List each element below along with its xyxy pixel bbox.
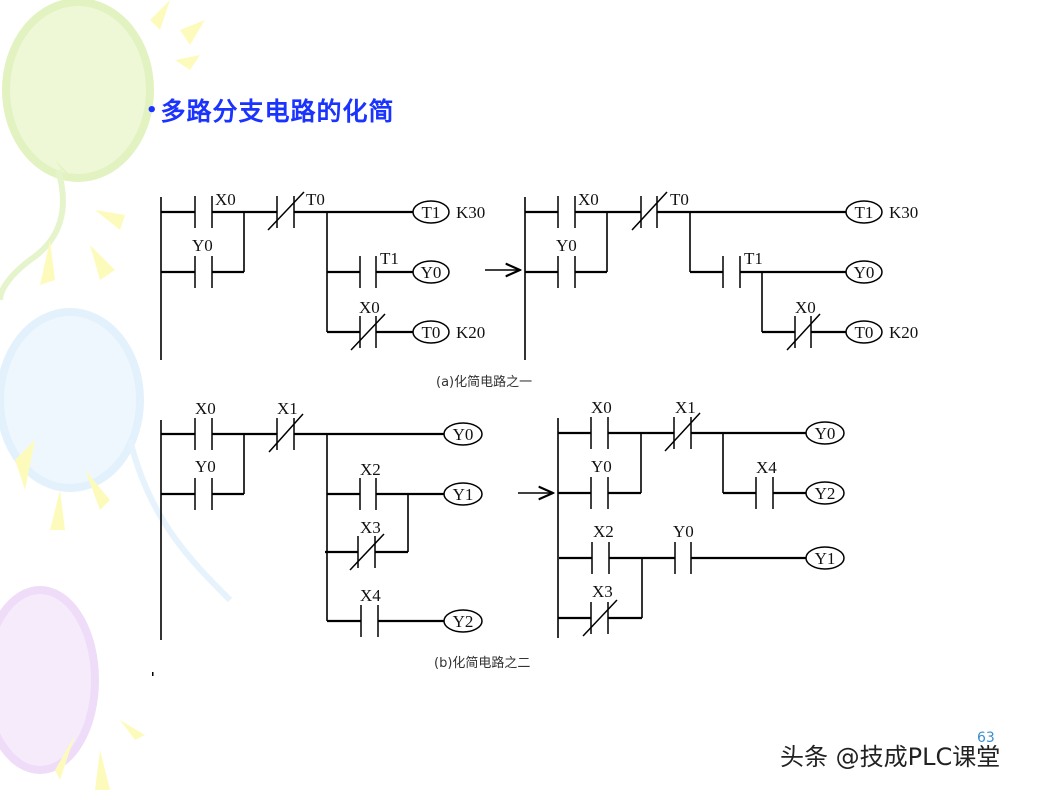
contact-no-x2 xyxy=(359,478,377,510)
label-y0: Y0 xyxy=(192,236,213,255)
label-x0: X0 xyxy=(215,190,236,209)
stray-mark xyxy=(152,672,154,676)
ladder-a-before xyxy=(160,191,450,360)
contact-no-y0 xyxy=(194,256,213,288)
ladder-b-after xyxy=(557,412,845,638)
caption-figure-a: (a)化简电路之一 xyxy=(436,375,533,390)
coil-label-y0: Y0 xyxy=(453,425,474,444)
ladder-b-before xyxy=(160,413,483,640)
coil-label-y1: Y1 xyxy=(815,549,836,568)
coil-y0 xyxy=(845,260,883,284)
balloon-green-icon xyxy=(0,0,154,301)
contact-no-x0 xyxy=(194,418,213,450)
coil-y2 xyxy=(805,481,845,505)
label-x0-nc: X0 xyxy=(795,298,816,317)
caption-figure-b: (b)化简电路之二 xyxy=(434,656,531,671)
contact-no-y0 xyxy=(194,478,213,510)
param-k20: K20 xyxy=(889,323,918,342)
label-x0: X0 xyxy=(578,190,599,209)
coil-label-t0: T0 xyxy=(422,323,441,342)
coil-y2 xyxy=(443,609,483,633)
label-t0: T0 xyxy=(670,190,689,209)
label-x1: X1 xyxy=(675,398,696,417)
coil-label-y0: Y0 xyxy=(421,263,442,282)
coil-label-t0: T0 xyxy=(855,323,874,342)
slide-title-text: 多路分支电路的化简 xyxy=(160,97,395,126)
coil-label-y2: Y2 xyxy=(453,612,474,631)
label-t1: T1 xyxy=(380,249,399,268)
coil-t0 xyxy=(845,320,883,344)
coil-label-t1: T1 xyxy=(855,203,874,222)
contact-no-x4 xyxy=(360,605,379,637)
coil-y0 xyxy=(412,260,450,284)
coil-y1 xyxy=(805,546,845,570)
sun-rays-icon xyxy=(15,0,205,790)
contact-no-y0 xyxy=(590,477,609,509)
label-x3: X3 xyxy=(360,518,381,537)
label-x2: X2 xyxy=(593,522,614,541)
label-y0: Y0 xyxy=(195,457,216,476)
coil-t0 xyxy=(412,320,450,344)
label-x4: X4 xyxy=(756,458,777,477)
coil-label-y0: Y0 xyxy=(815,424,836,443)
label-t0: T0 xyxy=(306,190,325,209)
param-k30: K30 xyxy=(889,203,918,222)
contact-no-x0 xyxy=(194,196,213,228)
label-x1: X1 xyxy=(277,399,298,418)
label-x0: X0 xyxy=(195,399,216,418)
label-y0-series: Y0 xyxy=(673,522,694,541)
coil-y0 xyxy=(443,422,483,446)
label-x2: X2 xyxy=(360,460,381,479)
coil-label-y1: Y1 xyxy=(453,485,474,504)
coil-t1 xyxy=(412,200,450,224)
balloon-purple-icon xyxy=(0,586,99,774)
watermark: 头条 @技成PLC课堂 xyxy=(780,743,1001,771)
slide-title: •多路分支电路的化简 xyxy=(146,92,395,128)
label-t1: T1 xyxy=(744,249,763,268)
param-k30: K30 xyxy=(456,203,485,222)
contact-no-x0 xyxy=(557,196,576,228)
coil-y1 xyxy=(443,482,483,506)
coil-label-y0: Y0 xyxy=(854,263,875,282)
label-x4: X4 xyxy=(360,586,381,605)
contact-no-x2 xyxy=(591,542,610,574)
contact-no-y0 xyxy=(557,256,576,288)
label-x0-nc: X0 xyxy=(359,298,380,317)
balloon-blue-icon xyxy=(0,308,233,603)
page-number: 63 xyxy=(977,730,995,746)
label-y0: Y0 xyxy=(591,457,612,476)
label-x3: X3 xyxy=(592,582,613,601)
contact-no-t1 xyxy=(359,256,377,288)
coil-label-t1: T1 xyxy=(422,203,441,222)
coil-t1 xyxy=(845,200,883,224)
label-x0: X0 xyxy=(591,398,612,417)
coil-y0 xyxy=(805,421,845,445)
coil-label-y2: Y2 xyxy=(815,484,836,503)
contact-no-x0 xyxy=(590,417,609,449)
param-k20: K20 xyxy=(456,323,485,342)
label-y0: Y0 xyxy=(556,236,577,255)
contact-no-x4 xyxy=(755,477,774,509)
contact-no-t1 xyxy=(722,256,741,288)
contact-no-y0-series xyxy=(674,542,692,574)
bullet-icon: • xyxy=(146,100,159,121)
ladder-a-after xyxy=(524,191,883,360)
